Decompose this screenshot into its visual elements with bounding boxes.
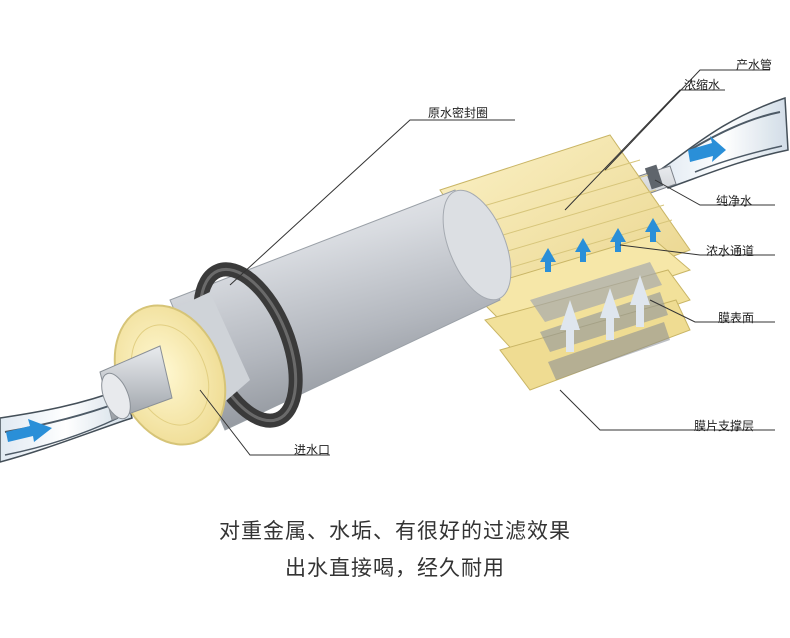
label-water-inlet: 进水口	[294, 441, 330, 458]
label-seal-ring: 原水密封圈	[428, 104, 488, 121]
label-pure-water: 纯净水	[716, 192, 752, 209]
caption-line-1: 对重金属、水垢、有很好的过滤效果	[0, 515, 790, 545]
label-product-tube: 产水管	[736, 56, 772, 73]
label-concentrate-channel: 浓水通道	[706, 242, 754, 259]
caption-line-2: 出水直接喝，经久耐用	[0, 552, 790, 582]
outlet-water-stream	[660, 98, 788, 188]
label-concentrate: 浓缩水	[684, 76, 720, 93]
label-membrane-support: 膜片支撑层	[694, 417, 754, 434]
label-membrane-surface: 膜表面	[718, 309, 754, 326]
